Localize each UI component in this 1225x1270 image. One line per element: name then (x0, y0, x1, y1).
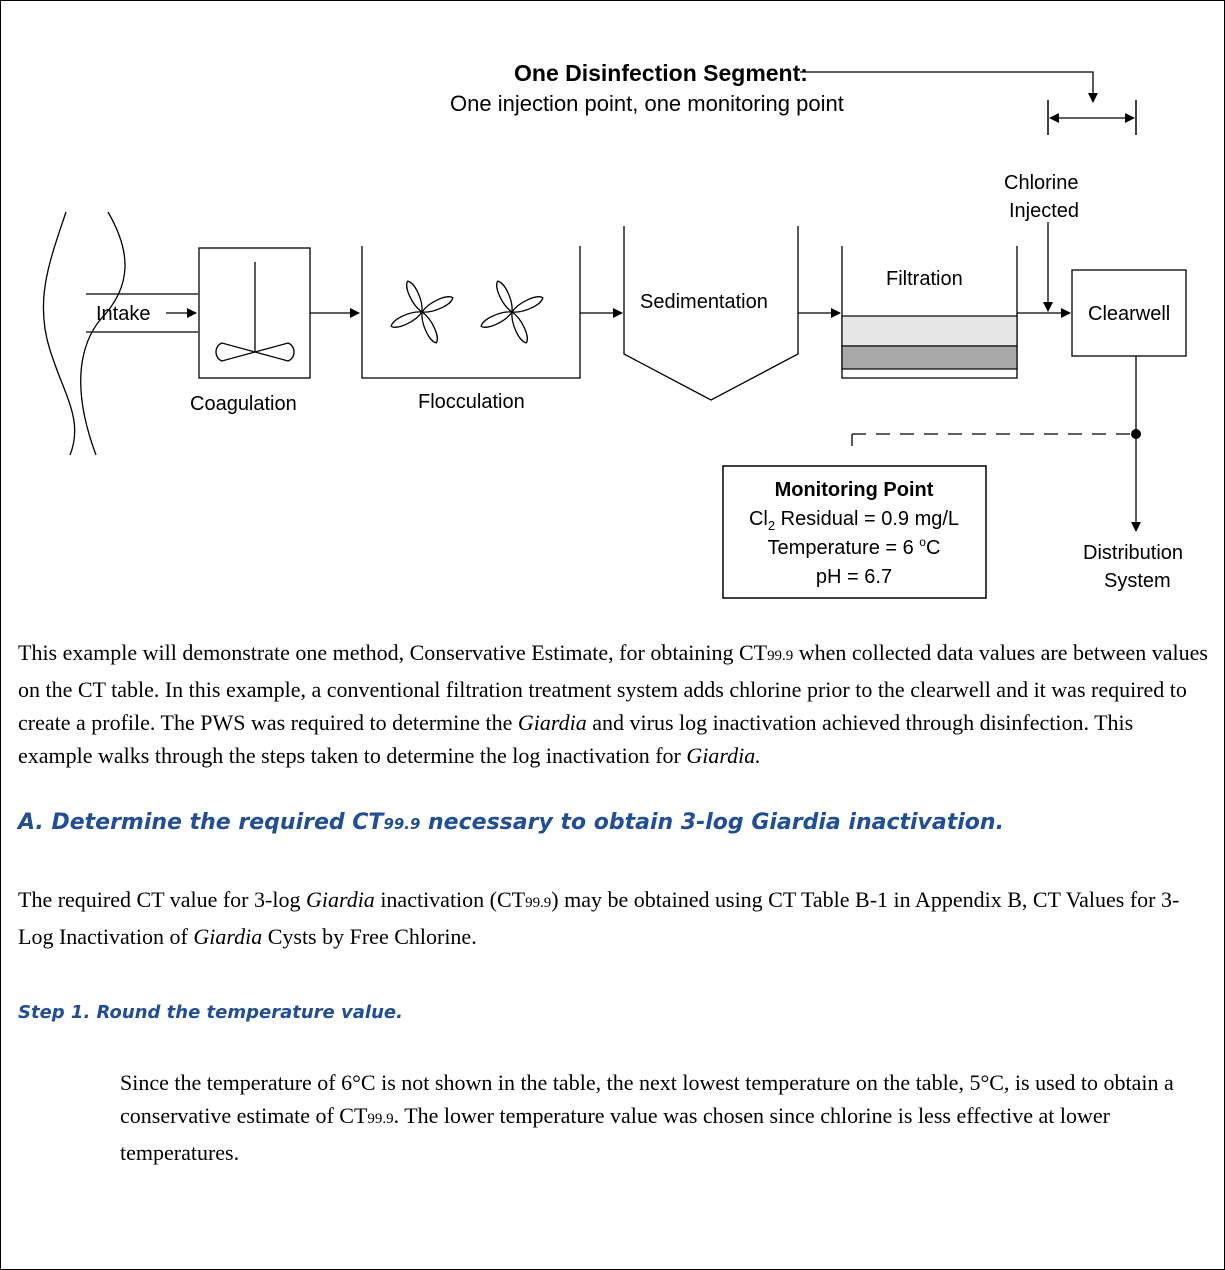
flocculator-2 (480, 280, 544, 344)
step-1-ct-subscript: 99.9 (367, 1111, 394, 1127)
monitoring-ph: pH = 6.7 (816, 566, 892, 588)
source-water-wave-1 (42, 211, 76, 456)
treatment-process-diagram: One Disinfection Segment: One injection … (42, 60, 1187, 599)
chlorine-label-line2: Injected (1009, 200, 1079, 222)
coagulation-label: Coagulation (190, 393, 297, 415)
filtration-tank (841, 246, 1018, 379)
monitoring-cl-residual: Cl2 Residual = 0.9 mg/L (749, 508, 959, 533)
flocculation-tank (361, 246, 581, 379)
filter-sand-layer (841, 315, 1018, 347)
step-1-paragraph: Since the temperature of 6°C is not show… (120, 1066, 1200, 1169)
section-a-ct-subscript: 99.9 (525, 895, 552, 911)
section-a-heading-text-end: necessary to obtain 3-log Giardia inacti… (420, 810, 1004, 835)
segment-bracket-line (800, 71, 1098, 103)
distribution-label-line1: Distribution (1083, 542, 1183, 564)
section-a-text-4: Cysts by Free Chlorine. (262, 924, 477, 949)
monitoring-temperature: Temperature = 6 oC (768, 535, 941, 559)
clearwell-tank (1071, 269, 1187, 357)
sedimentation-label: Sedimentation (640, 291, 768, 313)
segment-subtitle: One injection point, one monitoring poin… (450, 91, 844, 116)
intro-text-2: when collected data values are between v… (18, 640, 1208, 735)
monitoring-junction-dot (1131, 429, 1141, 439)
intake-label: Intake (96, 303, 150, 325)
distribution-label-line2: System (1104, 570, 1171, 592)
section-a-heading-text: A. Determine the required CT (18, 810, 384, 835)
sedimentation-tank (623, 226, 799, 401)
section-a-paragraph: The required CT value for 3-log Giardia … (18, 883, 1213, 953)
section-a-text-3: ) may be obtained using CT Table B-1 in … (18, 887, 1180, 949)
section-a-heading-subscript: 99.9 (383, 815, 421, 833)
section-a-giardia-1: Giardia (305, 887, 375, 912)
flocculation-label: Flocculation (418, 391, 525, 413)
section-a-giardia-2: Giardia (193, 924, 263, 949)
flocculator-1 (390, 280, 454, 344)
intro-paragraph: This example will demonstrate one method… (18, 636, 1208, 772)
step-1-text-1: Since the temperature of 6°C is not show… (120, 1070, 1174, 1128)
intro-ct-subscript: 99.9 (767, 648, 794, 664)
coagulation-mixer-blade-left (215, 342, 258, 362)
filtration-label: Filtration (886, 268, 963, 290)
section-a-text-1: The required CT value for 3-log (18, 887, 306, 912)
intro-giardia-1: Giardia (517, 710, 587, 735)
filter-gravel-layer (841, 345, 1018, 370)
intro-text-3: and virus log inactivation achieved thro… (18, 710, 1134, 768)
step-1-heading: Step 1. Round the temperature value. (18, 1002, 403, 1023)
coagulation-mixer-blade-right (252, 342, 295, 362)
monitoring-point-box (722, 465, 987, 599)
monitoring-point-title: Monitoring Point (775, 479, 934, 501)
clearwell-label: Clearwell (1088, 303, 1170, 325)
intro-giardia-2: Giardia. (686, 743, 761, 768)
segment-title: One Disinfection Segment: (514, 60, 808, 86)
section-a-heading: A. Determine the required CT99.9 necessa… (18, 810, 1004, 835)
section-a-text-2: inactivation (CT (374, 887, 526, 912)
source-water-wave-2 (80, 211, 126, 456)
chlorine-label-line1: Chlorine (1004, 172, 1078, 194)
step-1-text-2: . The lower temperature value was chosen… (120, 1103, 1110, 1165)
intro-text-1: This example will demonstrate one method… (18, 640, 768, 665)
